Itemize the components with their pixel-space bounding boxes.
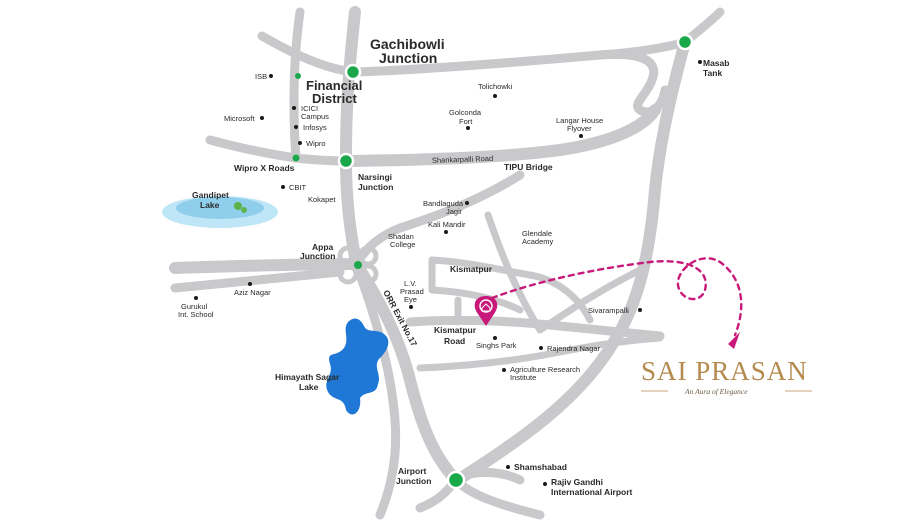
label-singhs-park: Singhs Park (476, 341, 517, 350)
junction-gachibowli-dot (344, 63, 362, 81)
gandipet-lake (162, 196, 278, 228)
label-gandipet-2: Lake (200, 200, 220, 210)
label-gurukul-2: Int. School (178, 310, 214, 319)
himayath-sagar-lake (326, 318, 389, 415)
label-wipro-x: Wipro X Roads (234, 163, 295, 173)
label-kismatpur: Kismatpur (450, 264, 493, 274)
label-appa: Appa (312, 242, 334, 252)
label-wipro: Wipro (306, 139, 326, 148)
label-rgia: Rajiv Gandhi (551, 477, 603, 487)
road-kismatpur-v (428, 256, 524, 314)
label-financial: Financial (306, 78, 362, 93)
label-bandlaguda-2: Jagir (446, 207, 463, 216)
label-lv: L.V. (404, 279, 417, 288)
label-himayath: Himayath Sagar (275, 372, 340, 382)
junction-wipro-dot (292, 154, 300, 162)
label-bandlaguda: Bandlaguda (423, 199, 464, 208)
label-sivarampalli: Sivarampalli (588, 306, 629, 315)
road-orr-south-2 (355, 270, 401, 520)
junction-masab-dot (676, 33, 694, 51)
place-dots (194, 60, 702, 486)
label-masab-2: Tank (703, 68, 722, 78)
label-tipu: TIPU Bridge (504, 162, 553, 172)
road-orr-north (340, 6, 362, 268)
label-langar: Langar House (556, 116, 603, 125)
road-kismatpur-lower (416, 334, 664, 372)
brand-name: SAI PRASAN (641, 356, 808, 386)
junction-narsingi-dot (337, 152, 355, 170)
brand-tagline: An Aura of Elegance (684, 387, 748, 396)
label-glendale: Glendale (522, 229, 552, 238)
junction-airport-dot (446, 470, 466, 490)
label-appa-2: Junction (300, 251, 335, 261)
label-kokapet: Kokapet (308, 195, 336, 204)
label-gandipet: Gandipet (192, 190, 229, 200)
label-shadan-2: College (390, 240, 415, 249)
label-narsingi: Narsingi (358, 172, 392, 182)
label-gachibowli: Gachibowli (370, 36, 445, 52)
junction-fin-dot (295, 73, 301, 79)
brand-logo: SAI PRASAN An Aura of Elegance (641, 356, 812, 396)
label-icici: ICICI (301, 104, 318, 113)
road-masab-south (452, 36, 691, 486)
road-fin-district (289, 7, 305, 163)
road-gachibowli-masab (350, 37, 690, 77)
label-golconda: Golconda (449, 108, 482, 117)
label-shankarpalli: Shankarpalli Road (432, 154, 494, 165)
label-isb: ISB (255, 72, 267, 81)
label-masab: Masab (703, 58, 729, 68)
label-rgia-2: International Airport (551, 487, 633, 497)
label-infosys: Infosys (303, 123, 327, 132)
label-kali-mandir: Kali Mandir (428, 220, 466, 229)
label-shadan: Shadan (388, 232, 414, 241)
label-shamshabad: Shamshabad (514, 462, 567, 472)
road-glendale-siva (536, 266, 644, 334)
label-gurukul: Gurukul (181, 302, 208, 311)
label-tolichowki: Tolichowki (478, 82, 513, 91)
label-agri: Agriculture Research (510, 365, 580, 374)
label-icici-2: Campus (301, 112, 329, 121)
label-glendale-2: Academy (522, 237, 554, 246)
road-gachibowli-west (257, 31, 360, 77)
road-langar-loop (595, 49, 670, 117)
label-kismatpur-road-2: Road (444, 336, 465, 346)
label-langar-2: Flyover (567, 124, 592, 133)
route-arrow (490, 257, 743, 337)
road-orr-south (350, 258, 462, 486)
label-cbit: CBIT (289, 183, 307, 192)
label-microsoft: Microsoft (224, 114, 255, 123)
road-wipro-narsingi (205, 135, 351, 166)
road-appa-west-2 (170, 267, 345, 293)
label-agri-2: Institute (510, 373, 536, 382)
road-appa-west (169, 258, 362, 274)
label-airport-2: Junction (396, 476, 431, 486)
junction-markers (292, 33, 694, 490)
label-himayath-2: Lake (299, 382, 319, 392)
location-pin (474, 296, 498, 326)
label-airport: Airport (398, 466, 427, 476)
label-gachibowli-2: Junction (379, 50, 437, 66)
route-arrow-head (728, 332, 740, 349)
label-lv-3: Eye (404, 295, 417, 304)
road-shankarpalli (340, 104, 661, 167)
label-rajendra: Rajendra Nagar (547, 344, 600, 353)
appa-junction-cloverleaf (337, 245, 379, 285)
label-kismatpur-road: Kismatpur (434, 325, 477, 335)
label-narsingi-2: Junction (358, 182, 393, 192)
label-financial-2: District (312, 91, 357, 106)
label-golconda-2: Fort (459, 117, 473, 126)
road-network (169, 6, 725, 520)
road-kismatpur-grid (484, 211, 544, 334)
label-aziz: Aziz Nagar (234, 288, 271, 297)
label-lv-2: Prasad (400, 287, 424, 296)
road-airport-south (451, 475, 545, 520)
